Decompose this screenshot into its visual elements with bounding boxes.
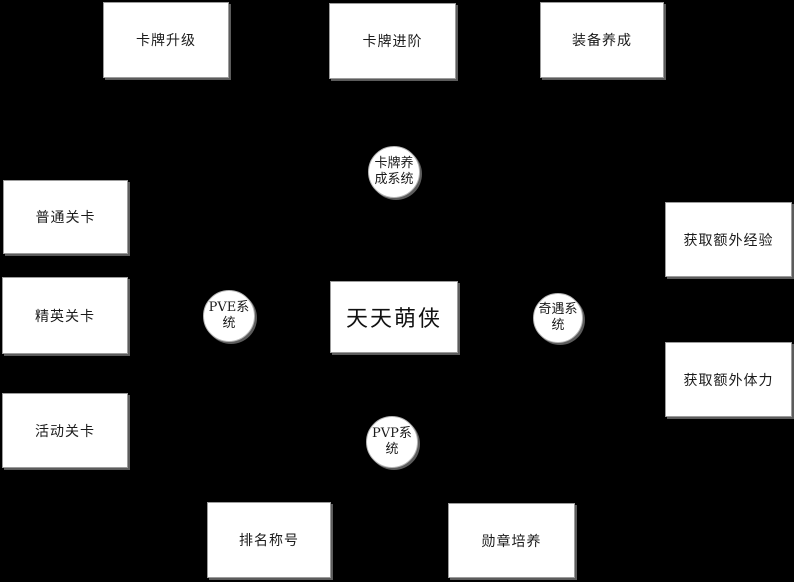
circle-label-line: 统	[222, 316, 236, 331]
node-label: 普通关卡	[35, 210, 96, 226]
node-label: 装备养成	[572, 33, 632, 49]
node-extra-exp: 获取额外经验	[665, 202, 792, 277]
node-rank-title: 排名称号	[207, 502, 331, 578]
node-card-advance: 卡牌进阶	[329, 3, 456, 79]
node-label: 卡牌进阶	[362, 34, 423, 50]
node-pvp-system: PVP系 统	[366, 416, 418, 468]
node-label: 获取额外体力	[683, 372, 774, 389]
node-label: 勋章培养	[481, 533, 542, 550]
node-elite-stage: 精英关卡	[2, 277, 128, 354]
circle-label-line: 卡牌养	[374, 155, 414, 171]
node-extra-stamina: 获取额外体力	[665, 342, 792, 417]
node-label: 排名称号	[239, 533, 299, 549]
node-label: 获取额外经验	[683, 232, 774, 249]
root-title-label: 天天萌侠	[345, 307, 442, 332]
circle-label-line: 统	[385, 442, 399, 457]
circle-label-line: PVE系	[208, 299, 250, 315]
node-adventure-system: 奇遇系 统	[533, 293, 583, 343]
node-label: 精英关卡	[35, 308, 95, 325]
circle-label-line: 成系统	[374, 172, 414, 187]
node-normal-stage: 普通关卡	[3, 180, 128, 254]
node-label: 卡牌升级	[136, 33, 196, 49]
node-card-upgrade: 卡牌升级	[103, 2, 229, 78]
node-label: 活动关卡	[35, 423, 95, 440]
node-pve-system: PVE系 统	[203, 290, 255, 342]
node-medal-growth: 勋章培养	[448, 503, 575, 578]
circle-label-line: PVP系	[372, 425, 412, 441]
circle-label-line: 奇遇系	[538, 301, 578, 317]
node-root-title: 天天萌侠	[330, 281, 458, 353]
node-equipment-growth: 装备养成	[540, 2, 664, 78]
circle-label-line: 统	[551, 318, 565, 333]
node-card-growth-system: 卡牌养 成系统	[368, 146, 420, 198]
node-event-stage: 活动关卡	[2, 393, 128, 468]
